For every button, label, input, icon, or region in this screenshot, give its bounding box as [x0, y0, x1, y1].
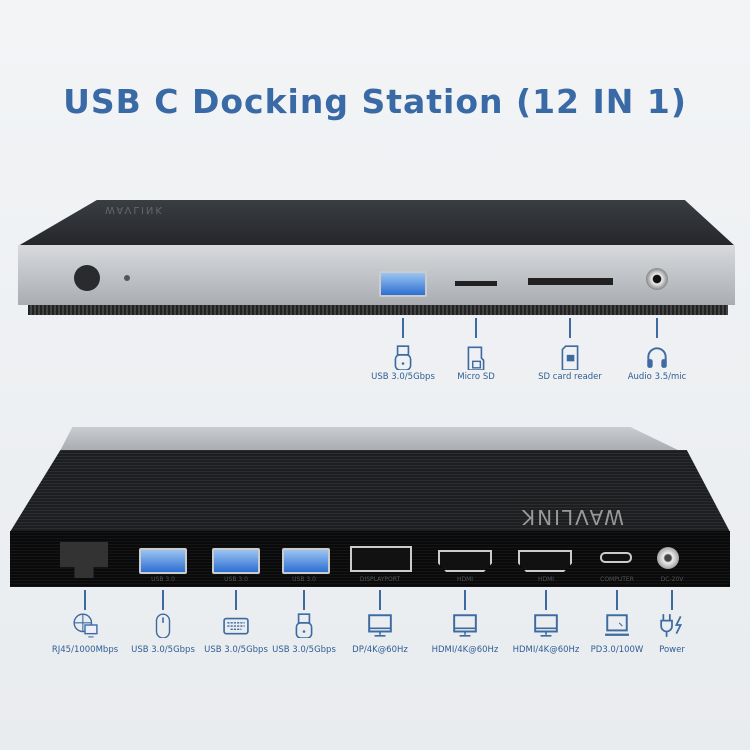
port-silk-label: DC-20V [660, 576, 684, 583]
usb-stick-icon [394, 345, 412, 370]
led [124, 275, 130, 281]
dc-jack [657, 547, 679, 569]
network-icon [73, 613, 98, 638]
port-silk-label: HDMI [537, 576, 555, 583]
port-silk-label: DISPLAYPORT [359, 576, 401, 583]
callout-line [475, 318, 477, 338]
headphones-icon [647, 347, 667, 368]
port-label: USB 3.0/5Gbps [371, 372, 435, 382]
hdmi-port [438, 550, 492, 572]
brand-logo: WAVLINK [105, 204, 164, 215]
sd-slot [528, 278, 613, 285]
usb-port [139, 548, 187, 574]
keyboard-icon [223, 617, 249, 635]
port-label: HDMI/4K@60Hz [431, 645, 499, 655]
sd-card-icon [561, 345, 579, 370]
port-silk-label: COMPUTER [600, 576, 634, 583]
brand-logo: WAVLINK [520, 505, 624, 529]
callout-line [303, 590, 305, 610]
port-label: USB 3.0/5Gbps [131, 645, 195, 655]
usb-port [282, 548, 330, 574]
usb-c-port [600, 552, 632, 563]
callout-line [162, 590, 164, 610]
callout-line [235, 590, 237, 610]
usb-port [379, 271, 427, 297]
audio-jack [646, 268, 668, 290]
port-label: USB 3.0/5Gbps [204, 645, 268, 655]
callout-line [84, 590, 86, 610]
port-label: PD3.0/100W [590, 645, 644, 655]
dock-top-surface [18, 200, 735, 246]
laptop-icon [605, 614, 629, 636]
dock-top-surface [10, 450, 730, 532]
port-label: RJ45/1000Mbps [51, 645, 119, 655]
monitor-icon [368, 614, 392, 637]
monitor-icon [534, 614, 558, 637]
usb-port [212, 548, 260, 574]
callout-line [671, 590, 673, 610]
page-title: USB C Docking Station (12 IN 1) [63, 82, 687, 121]
callout-line [379, 590, 381, 610]
callout-line [545, 590, 547, 610]
callout-line [569, 318, 571, 338]
callout-line [402, 318, 404, 338]
port-label: USB 3.0/5Gbps [272, 645, 336, 655]
hdmi-port [518, 550, 572, 572]
port-silk-label: HDMI [456, 576, 474, 583]
port-label: SD card reader [538, 372, 602, 382]
callout-line [656, 318, 658, 338]
port-silk-label: USB 3.0 [292, 576, 316, 583]
mouse-icon [155, 613, 171, 638]
port-label: Power [659, 645, 685, 655]
port-label: Micro SD [457, 372, 495, 382]
port-label: Audio 3.5/mic [627, 372, 687, 382]
power-button [74, 265, 100, 291]
monitor-icon [453, 614, 477, 637]
micro-sd-slot [455, 281, 497, 286]
usb-stick-icon [295, 613, 313, 638]
port-label: DP/4K@60Hz [352, 645, 408, 655]
port-silk-label: USB 3.0 [151, 576, 175, 583]
callout-line [464, 590, 466, 610]
power-plug-icon [660, 614, 683, 637]
port-silk-label: USB 3.0 [224, 576, 248, 583]
dock-front-face [18, 245, 735, 305]
displayport-port [350, 546, 412, 572]
callout-line [616, 590, 618, 610]
port-label: HDMI/4K@60Hz [512, 645, 580, 655]
dock-silver-band [60, 427, 680, 451]
micro-sd-icon [467, 346, 485, 370]
grille [28, 305, 728, 315]
